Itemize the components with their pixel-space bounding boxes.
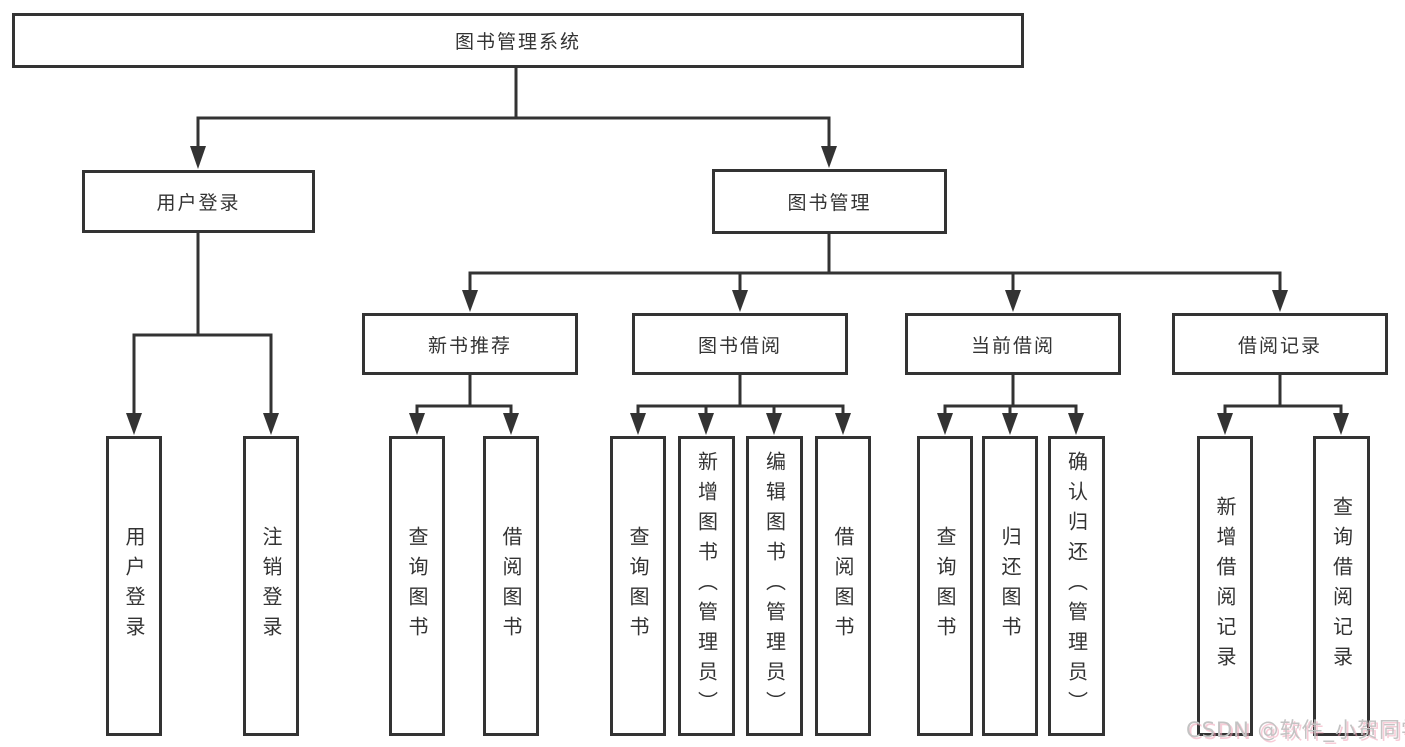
leaf-add-borrow-record-label: 新增借阅记录 (1213, 496, 1237, 676)
leaf-current-query-books-label: 查询图书 (933, 526, 957, 646)
leaf-borrowing-query-books-label: 查询图书 (626, 526, 650, 646)
node-new-book-recommend-label: 新书推荐 (427, 334, 512, 357)
node-book-management: 图书管理 (712, 169, 947, 234)
node-borrowing-records: 借阅记录 (1172, 313, 1388, 375)
node-book-borrowing: 图书借阅 (632, 313, 848, 375)
node-book-borrowing-label: 图书借阅 (697, 334, 782, 357)
leaf-query-borrow-record-label: 查询借阅记录 (1329, 496, 1354, 676)
leaf-query-borrow-record: 查询借阅记录 (1313, 436, 1370, 736)
node-current-borrowing-label: 当前借阅 (970, 334, 1055, 357)
leaf-borrowing-borrow-books-label: 借阅图书 (831, 526, 855, 646)
node-new-book-recommend: 新书推荐 (362, 313, 578, 375)
leaf-current-query-books: 查询图书 (917, 436, 973, 736)
node-user-login-label: 用户登录 (156, 192, 241, 214)
leaf-add-borrow-record: 新增借阅记录 (1197, 436, 1253, 736)
leaf-logout-label: 注销登录 (259, 526, 283, 646)
leaf-confirm-return-admin-label: 确认归还（管理员） (1064, 451, 1089, 721)
leaf-recommend-query-books-label: 查询图书 (405, 526, 429, 646)
node-user-login: 用户登录 (82, 170, 315, 233)
node-root: 图书管理系统 (12, 13, 1024, 68)
leaf-confirm-return-admin: 确认归还（管理员） (1048, 436, 1105, 736)
leaf-edit-books-admin-label: 编辑图书（管理员） (762, 451, 787, 721)
leaf-user-login: 用户登录 (106, 436, 162, 736)
node-current-borrowing: 当前借阅 (905, 313, 1121, 375)
leaf-logout: 注销登录 (243, 436, 299, 736)
leaf-add-books-admin-label: 新增图书（管理员） (694, 451, 719, 721)
leaf-user-login-label: 用户登录 (122, 526, 146, 646)
leaf-recommend-query-books: 查询图书 (389, 436, 445, 736)
leaf-recommend-borrow-books-label: 借阅图书 (499, 526, 523, 646)
node-book-management-label: 图书管理 (787, 192, 872, 214)
csdn-watermark: CSDN @软件_小贺同学 (1186, 718, 1405, 742)
leaf-recommend-borrow-books: 借阅图书 (483, 436, 539, 736)
node-root-label: 图书管理系统 (454, 31, 581, 53)
leaf-add-books-admin: 新增图书（管理员） (678, 436, 735, 736)
node-borrowing-records-label: 借阅记录 (1237, 334, 1322, 357)
arrowhead-icons (126, 146, 1349, 435)
leaf-return-books-label: 归还图书 (998, 526, 1022, 646)
leaf-return-books: 归还图书 (982, 436, 1038, 736)
leaf-edit-books-admin: 编辑图书（管理员） (746, 436, 803, 736)
leaf-borrowing-query-books: 查询图书 (610, 436, 666, 736)
leaf-borrowing-borrow-books: 借阅图书 (815, 436, 871, 736)
